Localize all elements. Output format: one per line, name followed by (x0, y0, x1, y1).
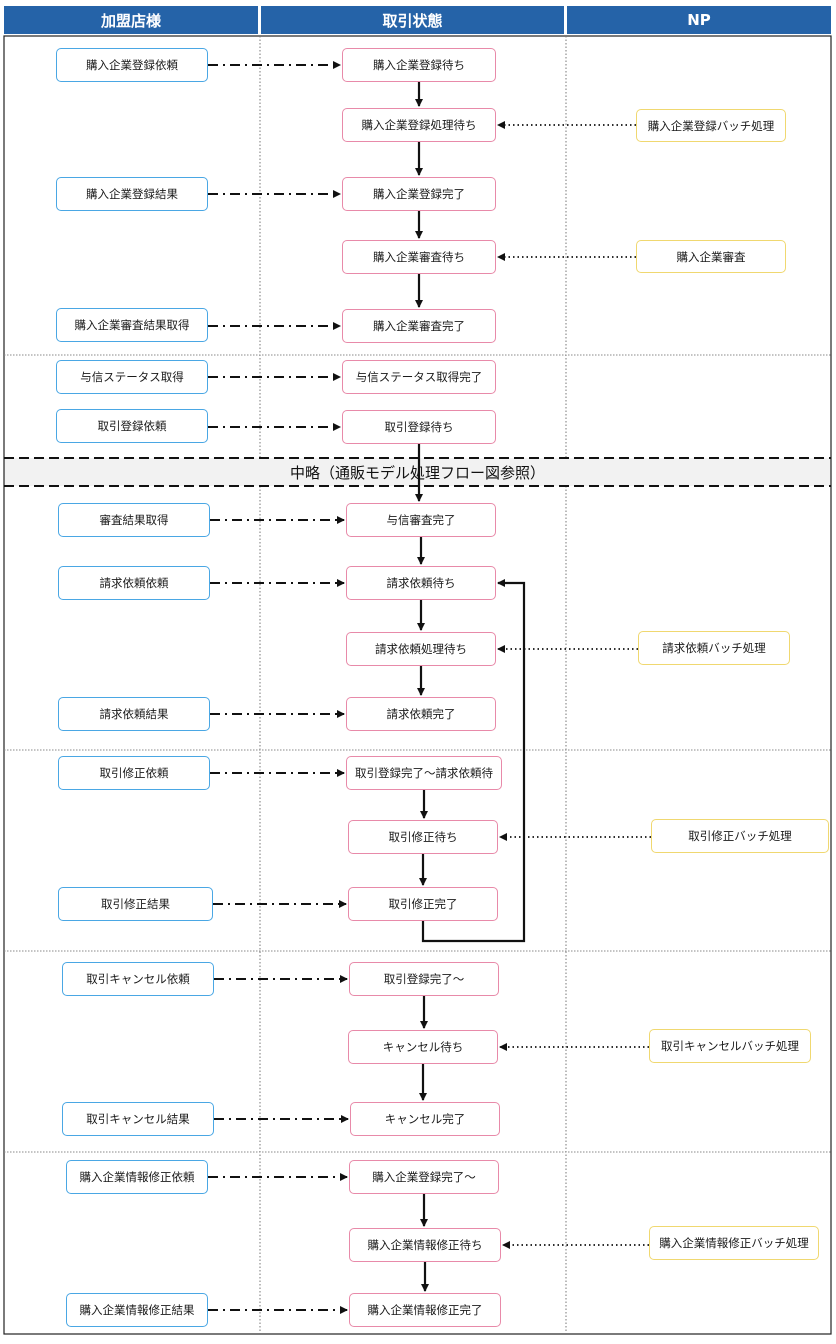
node-np-n4: 取引修正バッチ処理 (651, 819, 829, 853)
outer-frame (3, 35, 832, 1335)
node-trans-t8: 与信審査完了 (346, 503, 496, 537)
node-store-s7: 請求依頼依頼 (58, 566, 210, 600)
node-trans-t1: 購入企業登録待ち (342, 48, 496, 82)
node-trans-t16: キャンセル待ち (348, 1030, 498, 1064)
node-store-s13: 購入企業情報修正依頼 (66, 1160, 208, 1194)
node-np-n1: 購入企業登録バッチ処理 (636, 109, 786, 142)
node-trans-t9: 請求依頼待ち (346, 566, 496, 600)
node-trans-t5: 購入企業審査完了 (342, 309, 496, 343)
lane-header-transaction: 取引状態 (261, 6, 564, 34)
node-store-s14: 購入企業情報修正結果 (66, 1293, 208, 1327)
node-trans-t19: 購入企業情報修正待ち (349, 1228, 501, 1262)
arrow-t14-to-t9 (421, 579, 526, 943)
node-trans-t18: 購入企業登録完了〜 (349, 1160, 499, 1194)
node-store-s2: 購入企業登録結果 (56, 177, 208, 211)
omitted-section-note: 中略（通販モデル処理フロー図参照） (289, 463, 545, 482)
node-trans-t13: 取引修正待ち (348, 820, 498, 854)
node-store-s12: 取引キャンセル結果 (62, 1102, 214, 1136)
node-trans-t7: 取引登録待ち (342, 410, 496, 444)
node-store-s5: 取引登録依頼 (56, 409, 208, 443)
node-trans-t6: 与信ステータス取得完了 (342, 360, 496, 394)
node-trans-t17: キャンセル完了 (350, 1102, 500, 1136)
lane-header-store: 加盟店様 (4, 6, 258, 34)
node-trans-t20: 購入企業情報修正完了 (349, 1293, 501, 1327)
node-trans-t15: 取引登録完了〜 (349, 962, 499, 996)
node-np-n5: 取引キャンセルバッチ処理 (649, 1029, 811, 1063)
node-store-s9: 取引修正依頼 (58, 756, 210, 790)
node-store-s11: 取引キャンセル依頼 (62, 962, 214, 996)
node-store-s1: 購入企業登録依頼 (56, 48, 208, 82)
node-store-s3: 購入企業審査結果取得 (56, 308, 208, 342)
node-trans-t12: 取引登録完了〜請求依頼待 (346, 756, 502, 790)
node-np-n6: 購入企業情報修正バッチ処理 (649, 1226, 819, 1260)
node-trans-t14: 取引修正完了 (348, 887, 498, 921)
lane-header-np: NP (567, 6, 831, 34)
node-trans-t11: 請求依頼完了 (346, 697, 496, 731)
node-trans-t4: 購入企業審査待ち (342, 240, 496, 274)
omitted-section-band: 中略（通販モデル処理フロー図参照） (4, 458, 831, 486)
node-store-s6: 審査結果取得 (58, 503, 210, 537)
node-trans-t3: 購入企業登録完了 (342, 177, 496, 211)
node-store-s8: 請求依頼結果 (58, 697, 210, 731)
node-np-n3: 請求依頼バッチ処理 (638, 631, 790, 665)
node-store-s4: 与信ステータス取得 (56, 360, 208, 394)
node-trans-t2: 購入企業登録処理待ち (342, 108, 496, 142)
node-store-s10: 取引修正結果 (58, 887, 213, 921)
node-np-n2: 購入企業審査 (636, 240, 786, 273)
node-trans-t10: 請求依頼処理待ち (346, 632, 496, 666)
